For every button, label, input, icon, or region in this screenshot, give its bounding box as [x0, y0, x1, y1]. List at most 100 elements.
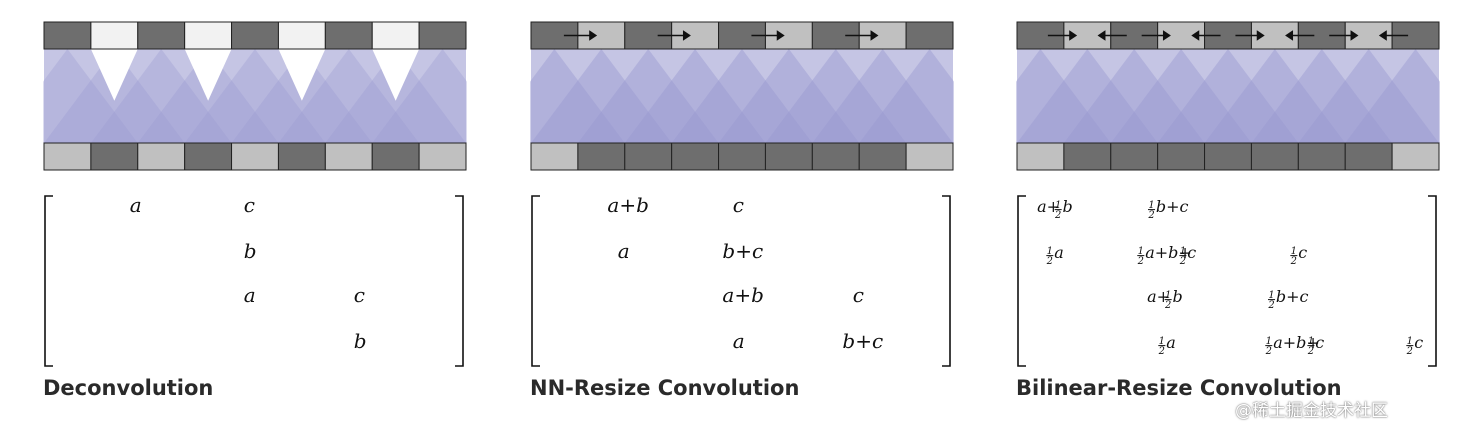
- fraction-denominator: 2: [1307, 346, 1314, 357]
- matrix-term: c: [1187, 243, 1196, 262]
- kernel-triangle: [531, 49, 672, 143]
- output-cell: [43, 142, 92, 171]
- kernel-triangles: [530, 49, 954, 143]
- left-bracket-line: [531, 195, 540, 367]
- caption-deconvolution: Deconvolution: [43, 376, 214, 400]
- diagram-group: [1016, 21, 1440, 171]
- fraction-numerator: 1: [1055, 200, 1061, 211]
- bilinear-resize-diagram: [1016, 21, 1440, 171]
- matrix-term: b: [354, 329, 367, 353]
- matrix-term: a: [244, 283, 256, 307]
- matrix-term: a+: [1037, 197, 1060, 216]
- output-cell: [277, 142, 326, 171]
- matrix-entry: c: [733, 193, 744, 217]
- right-bracket: [942, 195, 951, 367]
- output-cell: [137, 142, 186, 171]
- matrix-term: c: [1315, 333, 1324, 352]
- right-bracket: [455, 195, 464, 367]
- kernel-triangle: [859, 49, 954, 143]
- input-cell: [231, 21, 279, 50]
- matrix-term: a+b: [607, 193, 648, 217]
- matrix-term: c: [1298, 243, 1307, 262]
- matrix-term: c: [354, 283, 365, 307]
- fraction-denominator: 2: [1265, 346, 1272, 357]
- matrix-entry: a+b: [607, 193, 648, 217]
- fraction-numerator: 1: [1308, 336, 1314, 347]
- kernel-triangle: [1017, 49, 1158, 143]
- kernel-triangle: [1110, 49, 1252, 143]
- matrix-term: a: [618, 239, 630, 263]
- kernel-triangle: [624, 49, 766, 143]
- fraction-numerator: 1: [1180, 246, 1186, 257]
- gap-triangle: [278, 49, 326, 101]
- output-cell: [905, 142, 954, 171]
- output-cell: [718, 142, 766, 171]
- caption-nn-resize: NN-Resize Convolution: [530, 376, 800, 400]
- matrix-term: b+c: [1156, 197, 1189, 216]
- fraction-denominator: 2: [1054, 210, 1061, 221]
- output-cells: [530, 142, 954, 171]
- left-bracket-line: [1017, 195, 1026, 367]
- output-cell: [371, 142, 420, 171]
- band-background: [1017, 49, 1439, 143]
- kernel-triangles: [1016, 49, 1440, 143]
- output-cells: [43, 142, 467, 171]
- kernel-triangle: [718, 49, 860, 143]
- band-background: [531, 49, 953, 143]
- fraction-denominator: 2: [1290, 256, 1297, 267]
- output-cell: [764, 142, 813, 171]
- arrow-head-icon: [776, 30, 785, 41]
- fraction-denominator: 2: [1158, 346, 1165, 357]
- output-cell: [577, 142, 626, 171]
- output-cell: [671, 142, 720, 171]
- matrix-term: a: [1054, 243, 1064, 262]
- left-bracket: [44, 195, 53, 367]
- arrow-head-icon: [1069, 30, 1078, 41]
- matrix-term: b+c: [842, 329, 883, 353]
- arrow-head-icon: [682, 30, 691, 41]
- matrix-term: b+c: [722, 239, 763, 263]
- matrix-entry: a: [733, 329, 745, 353]
- kernel-triangle: [765, 49, 907, 143]
- matrix-term: c: [733, 193, 744, 217]
- matrix-entry: a: [244, 283, 256, 307]
- kernel-triangle: [43, 49, 138, 143]
- fraction-denominator: 2: [1046, 256, 1053, 267]
- matrix-entry: c: [354, 283, 365, 307]
- kernel-triangle: [90, 49, 232, 143]
- matrix-term: b: [1063, 197, 1073, 216]
- matrix-term: c: [853, 283, 864, 307]
- left-bracket-line: [44, 195, 53, 367]
- matrix-term: a+b+: [1145, 243, 1192, 262]
- output-cell: [1297, 142, 1346, 171]
- nn-resize-diagram: [530, 21, 954, 171]
- diagram-group: [530, 21, 954, 171]
- arrow-head-icon: [589, 30, 598, 41]
- gap-triangle: [184, 49, 232, 101]
- kernel-triangle: [577, 49, 719, 143]
- input-cell: [905, 21, 954, 50]
- resize-arrows: [563, 30, 879, 41]
- diagram-group: [43, 21, 467, 171]
- output-cell: [324, 142, 373, 171]
- kernel-triangle: [1298, 49, 1439, 143]
- arrow-head-icon: [1350, 30, 1359, 41]
- kernel-triangles: [43, 49, 467, 143]
- fraction-numerator: 1: [1266, 336, 1272, 347]
- matrix-entry: c: [853, 283, 864, 307]
- fraction-numerator: 1: [1268, 290, 1274, 301]
- matrix-term: a: [733, 329, 745, 353]
- input-cells: [43, 21, 467, 50]
- input-cell: [418, 21, 467, 50]
- matrix-term: a: [1166, 333, 1176, 352]
- kernel-triangle: [530, 49, 625, 143]
- fraction-denominator: 2: [1179, 256, 1186, 267]
- matrix-entry: a+b: [722, 283, 763, 307]
